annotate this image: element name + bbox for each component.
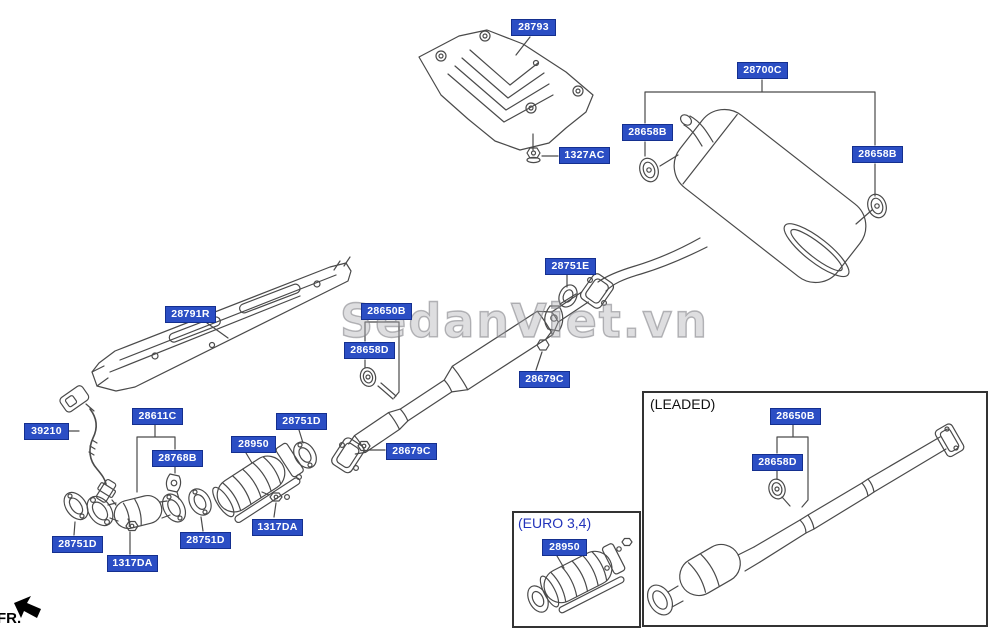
part-label-28751E-5[interactable]: 28751E bbox=[545, 258, 596, 275]
heat-shield-28793-drawing bbox=[418, 29, 594, 151]
nut-1327ac-drawing bbox=[526, 147, 559, 164]
part-label-1317DA-18[interactable]: 1317DA bbox=[252, 519, 303, 536]
part-label-28700C-2[interactable]: 28700C bbox=[737, 62, 788, 79]
part-label-28679C-8[interactable]: 28679C bbox=[519, 371, 570, 388]
part-label-28611C-11[interactable]: 28611C bbox=[132, 408, 183, 425]
part-label-1317DA-14[interactable]: 1317DA bbox=[107, 555, 158, 572]
part-label-28768B-12[interactable]: 28768B bbox=[152, 450, 203, 467]
inset-box-leaded bbox=[642, 391, 988, 627]
inset-title-euro: (EURO 3,4) bbox=[518, 515, 592, 531]
part-label-28679C-19[interactable]: 28679C bbox=[386, 443, 437, 460]
part-label-28950-22[interactable]: 28950 bbox=[542, 539, 587, 556]
part-label-28650B-20[interactable]: 28650B bbox=[770, 408, 821, 425]
part-label-28751D-15[interactable]: 28751D bbox=[180, 532, 231, 549]
part-label-1327AC-1[interactable]: 1327AC bbox=[559, 147, 610, 164]
part-label-28658D-7[interactable]: 28658D bbox=[344, 342, 395, 359]
gasket-28751e-drawing bbox=[558, 274, 578, 308]
bracket-28679c-upper-drawing bbox=[535, 293, 577, 371]
part-label-28658B-4[interactable]: 28658B bbox=[852, 146, 903, 163]
part-label-28791R-9[interactable]: 28791R bbox=[165, 306, 216, 323]
inset-box-euro bbox=[512, 511, 641, 628]
part-label-39210-10[interactable]: 39210 bbox=[24, 423, 69, 440]
part-label-28751D-16[interactable]: 28751D bbox=[276, 413, 327, 430]
part-label-28793-0[interactable]: 28793 bbox=[511, 19, 556, 36]
inset-title-leaded: (LEADED) bbox=[650, 396, 716, 412]
part-label-28658D-21[interactable]: 28658D bbox=[752, 454, 803, 471]
heat-shield-28791r-drawing bbox=[91, 256, 352, 392]
rear-muffler-28700c-drawing bbox=[579, 79, 887, 309]
part-label-28751D-13[interactable]: 28751D bbox=[52, 536, 103, 553]
fr-direction-label: FR. bbox=[0, 610, 22, 627]
oxygen-sensor-39210-drawing bbox=[59, 385, 117, 506]
part-label-28950-17[interactable]: 28950 bbox=[231, 436, 276, 453]
part-label-28658B-3[interactable]: 28658B bbox=[622, 124, 673, 141]
part-label-28650B-6[interactable]: 28650B bbox=[361, 303, 412, 320]
